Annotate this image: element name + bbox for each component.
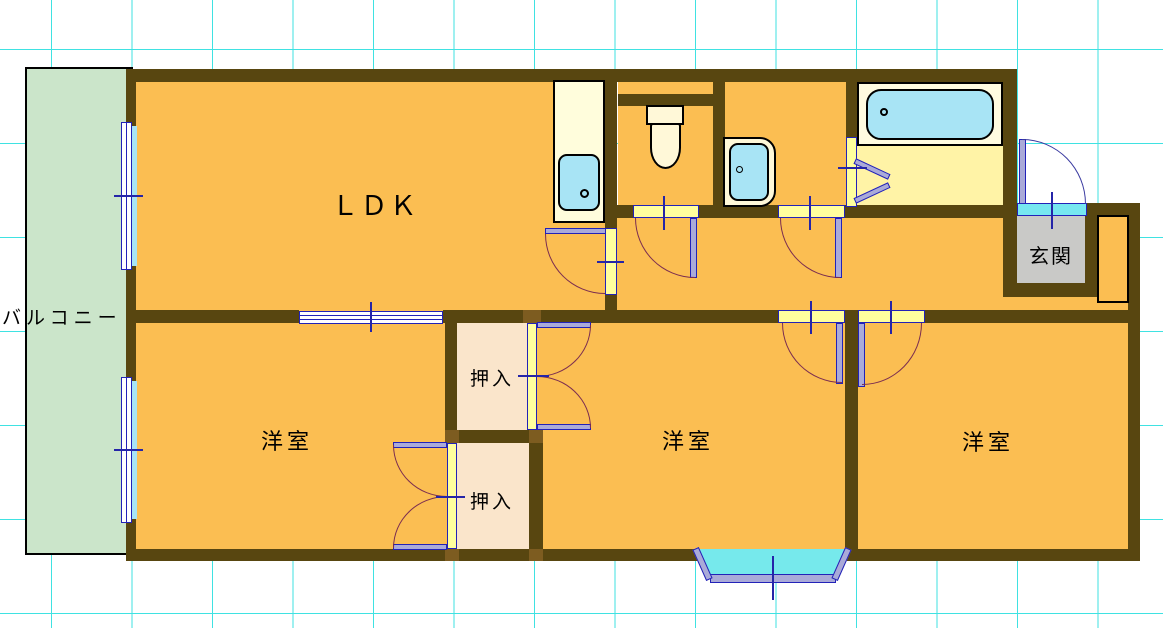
toilet-washroom-wall bbox=[713, 69, 725, 207]
entrance-bottom-wall bbox=[1003, 283, 1098, 297]
post-closet-left bbox=[445, 430, 459, 443]
ldk-right-wall-upper bbox=[605, 82, 617, 228]
kitchen-sink bbox=[558, 154, 600, 211]
washroom-bathroom-wall bbox=[846, 69, 857, 137]
mid-wall-c bbox=[925, 310, 1140, 323]
entrance-label: 玄関 bbox=[1029, 244, 1073, 268]
tick-closet-lower bbox=[436, 496, 465, 498]
kitchen-sink-drain bbox=[580, 189, 589, 198]
closet-lower-right-wall bbox=[529, 443, 543, 549]
waterarea-bottom-wall-b bbox=[699, 205, 778, 218]
post-closet-right-bottom bbox=[529, 549, 543, 561]
mid-wall-post bbox=[845, 310, 858, 323]
tick-bedroom-right-door bbox=[890, 301, 892, 334]
closet-upper-left-wall bbox=[445, 323, 457, 430]
entrance-top-wall bbox=[1085, 203, 1140, 216]
tick-window-lower bbox=[114, 449, 143, 451]
toilet-tank bbox=[646, 105, 684, 125]
entrance-right-wall bbox=[1085, 216, 1098, 297]
outer-wall-bottom-right bbox=[847, 549, 1140, 561]
entrance-door-arc bbox=[1022, 139, 1086, 204]
bath-folding-door-threshold bbox=[846, 137, 857, 207]
tick-window-upper bbox=[114, 195, 143, 197]
outer-wall-right bbox=[1128, 203, 1140, 561]
closet-upper-floor bbox=[457, 323, 527, 430]
bathtub-faucet bbox=[880, 108, 888, 116]
ldk-right-wall-lower bbox=[605, 295, 617, 311]
tick-entrance-door bbox=[1051, 192, 1053, 229]
bedrooms-floor bbox=[136, 311, 1128, 549]
balcony-label: バルコニー bbox=[2, 307, 122, 329]
balcony-area bbox=[25, 67, 133, 555]
tick-ldk-door bbox=[597, 261, 624, 263]
bedroom-middle-label: 洋室 bbox=[661, 430, 714, 455]
closet-upper-label: 押入 bbox=[469, 368, 514, 390]
closet-divider-wall bbox=[445, 430, 543, 443]
washbasin-drain bbox=[736, 166, 743, 173]
bathtub bbox=[866, 89, 994, 140]
waterarea-bottom-wall-c bbox=[845, 205, 1005, 218]
shoe-cabinet bbox=[1097, 215, 1129, 303]
tick-washroom-door bbox=[809, 196, 811, 230]
bedroom-left-label: 洋室 bbox=[260, 430, 313, 455]
ldk-floor bbox=[136, 81, 605, 311]
closet-lower-label: 押入 bbox=[469, 491, 514, 513]
ldk-door-leaf bbox=[545, 228, 606, 234]
toilet-pipe-space bbox=[618, 94, 715, 106]
outer-wall-bottom-left bbox=[126, 549, 698, 561]
mid-wall-b bbox=[443, 310, 778, 323]
closet-lower-floor bbox=[457, 443, 529, 549]
tick-bay-window bbox=[772, 556, 774, 600]
post-closet-top bbox=[523, 310, 541, 323]
washbasin-bowl bbox=[729, 143, 769, 201]
post-closet-right bbox=[529, 430, 543, 443]
bedroom-right-label: 洋室 bbox=[961, 431, 1014, 456]
tick-sliding-partition bbox=[370, 302, 372, 332]
tick-bedroom-middle-door bbox=[810, 301, 812, 334]
ldk-label: ＬＤＫ bbox=[331, 191, 419, 222]
tick-bath-folding-door bbox=[838, 167, 867, 169]
outer-wall-top bbox=[126, 69, 1017, 82]
tick-closet-upper bbox=[518, 375, 549, 377]
toilet-door-threshold bbox=[633, 205, 699, 218]
bedroom-mid-right-wall bbox=[845, 323, 858, 549]
bathroom-right-wall bbox=[1003, 69, 1017, 297]
post-closet-left-bottom bbox=[445, 549, 459, 561]
washroom-door-threshold bbox=[778, 205, 845, 218]
waterarea-bottom-wall-a bbox=[617, 205, 633, 218]
tick-toilet-door bbox=[663, 196, 665, 230]
toilet-bowl bbox=[650, 123, 681, 169]
mid-wall-a bbox=[126, 310, 299, 323]
